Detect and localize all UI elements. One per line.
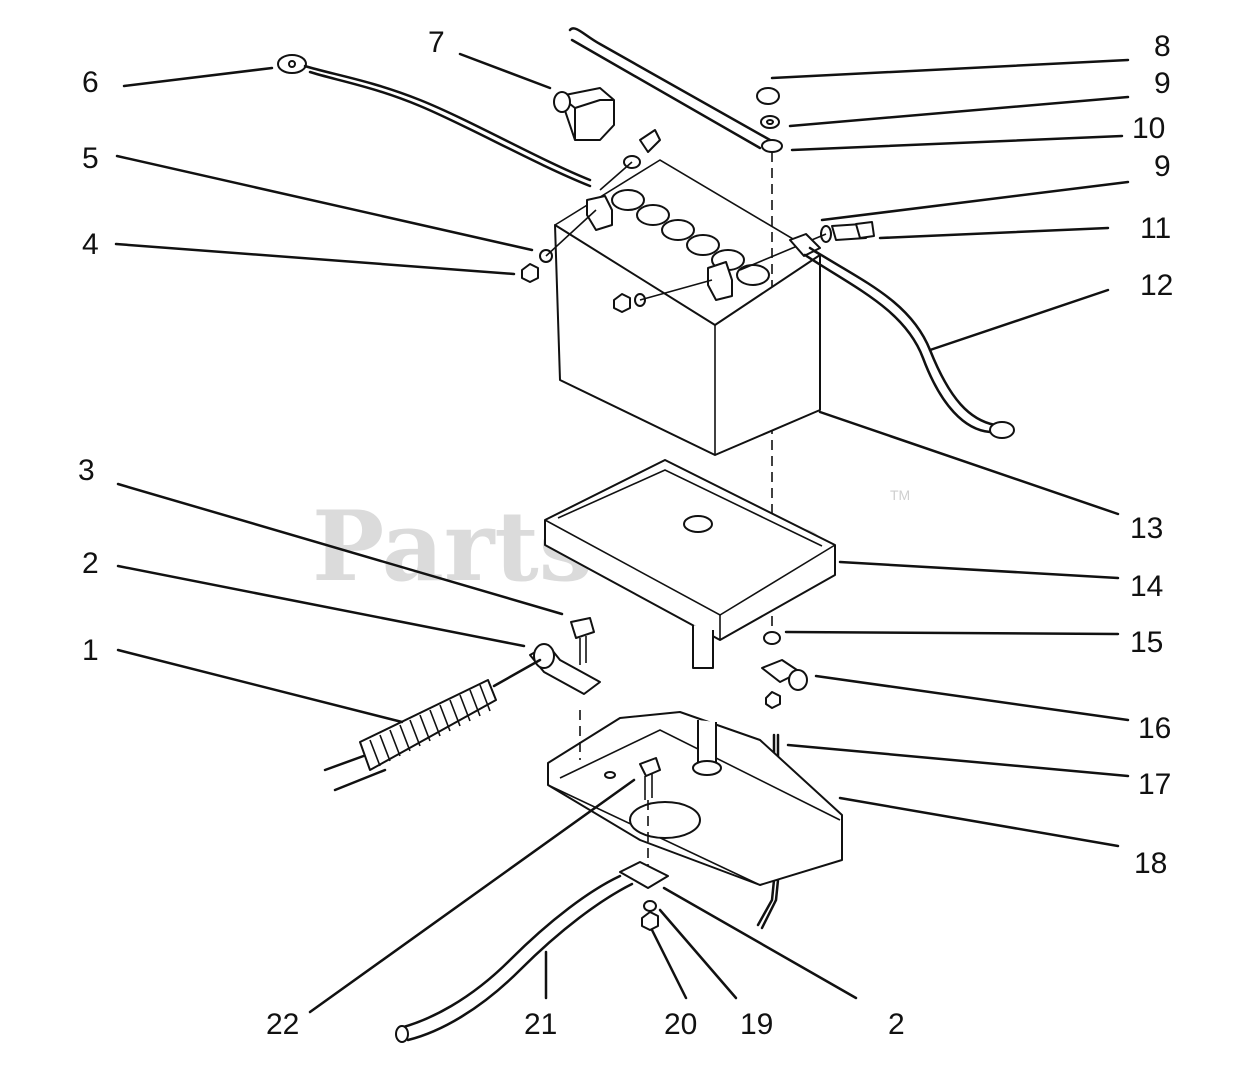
part-battery-tray	[544, 459, 836, 669]
callout-11: 11	[1140, 212, 1171, 245]
part-bolt-clamp-lower	[619, 757, 669, 931]
callout-17: 17	[1138, 768, 1171, 801]
part-nut-washer-left	[521, 209, 597, 283]
part-hold-down-bar	[568, 27, 783, 153]
callout-14: 14	[1130, 570, 1163, 603]
callout-19: 19	[740, 1008, 773, 1041]
callout-10: 10	[1132, 112, 1165, 145]
callout-9-lower: 9	[1154, 150, 1171, 183]
callout-21: 21	[524, 1008, 557, 1041]
callout-6: 6	[82, 66, 99, 99]
part-negative-cable	[277, 54, 592, 188]
callout-8: 8	[1154, 30, 1171, 63]
leader-lines	[114, 52, 1130, 1014]
callout-4: 4	[82, 228, 99, 261]
callout-2-upper: 2	[82, 547, 99, 580]
part-spring-cable	[323, 658, 542, 792]
callout-5: 5	[82, 142, 99, 175]
callout-20: 20	[664, 1008, 697, 1041]
part-battery	[554, 159, 821, 456]
callout-13: 13	[1130, 512, 1163, 545]
part-bolt-clamp-upper	[529, 617, 601, 695]
watermark-trademark: TM	[890, 487, 910, 503]
part-nut-washer-right	[613, 279, 713, 313]
callout-12: 12	[1140, 269, 1173, 302]
callout-2-lower: 2	[888, 1008, 905, 1041]
callout-15: 15	[1130, 626, 1163, 659]
callout-1: 1	[82, 634, 99, 667]
callout-9-upper: 9	[1154, 67, 1171, 100]
callout-16: 16	[1138, 712, 1171, 745]
callout-22: 22	[266, 1008, 299, 1041]
callout-7: 7	[428, 26, 445, 59]
part-terminal-bolt	[599, 129, 661, 191]
callout-3: 3	[78, 454, 95, 487]
callout-18: 18	[1134, 847, 1167, 880]
part-positive-cable	[789, 233, 1015, 439]
part-lower-rod	[395, 874, 634, 1043]
part-terminal-cover	[553, 87, 615, 141]
part-base-plate	[547, 711, 843, 886]
